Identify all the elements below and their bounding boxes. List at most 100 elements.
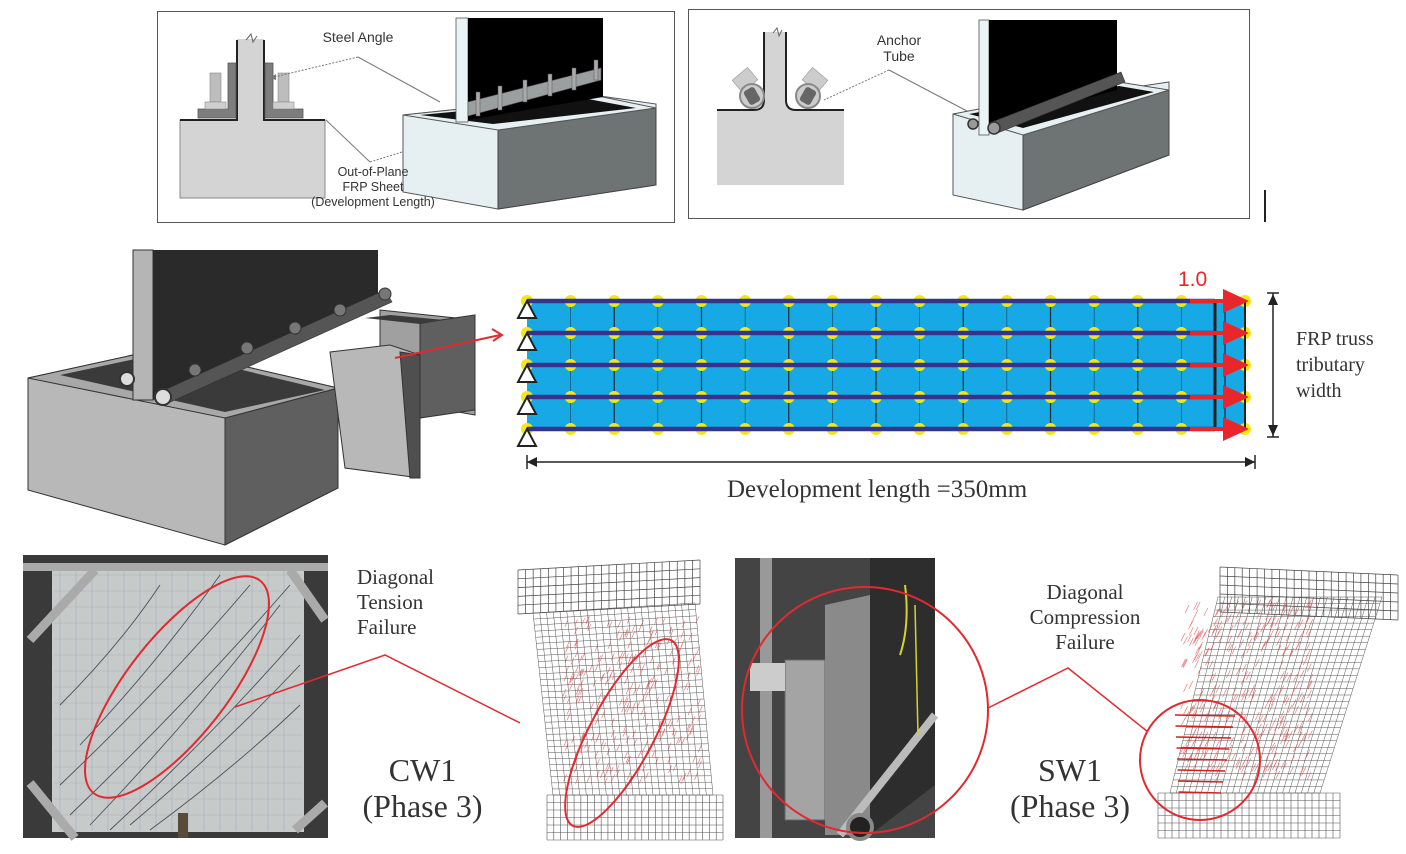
crack-segment <box>1224 602 1230 611</box>
crack-segment <box>599 654 604 662</box>
crack-segment <box>574 638 579 647</box>
crack-segment <box>1189 704 1195 714</box>
crack-segment <box>580 679 584 687</box>
crack-segment <box>1246 671 1251 680</box>
crack-segment <box>1223 617 1229 626</box>
crack-segment <box>1206 708 1211 717</box>
cw1-photo-panel <box>23 555 520 841</box>
crack-segment <box>571 736 575 744</box>
crack-segment <box>692 755 697 763</box>
crack-segment <box>1280 715 1285 724</box>
sw1-failure-line3: Failure <box>1055 630 1115 654</box>
crack-segment <box>1265 752 1270 761</box>
frp-sheet-label-line1: Out-of-Plane <box>337 165 409 179</box>
crack-segment <box>581 617 585 626</box>
crack-segment <box>1297 725 1303 735</box>
crack-segment <box>569 682 573 690</box>
bolt-left <box>209 72 222 103</box>
crack-segment <box>654 640 659 649</box>
crack-segment <box>1294 607 1300 616</box>
crack-segment <box>1241 743 1247 752</box>
crack-segment <box>631 624 636 632</box>
crack-segment <box>615 630 620 638</box>
crack-segment <box>1276 629 1282 638</box>
crack-segment <box>626 616 631 624</box>
crack-segment <box>1180 718 1186 727</box>
crack-segment <box>573 765 578 774</box>
crack-segment <box>645 772 649 780</box>
crack-segment <box>633 738 637 747</box>
mesh-line <box>550 769 711 771</box>
mesh-line <box>534 615 697 626</box>
crack-segment <box>1267 615 1273 624</box>
crack-segment <box>630 665 634 674</box>
mesh-line <box>517 559 701 571</box>
crack-segment <box>644 691 649 700</box>
crack-segment <box>574 619 578 627</box>
crack-segment <box>1193 760 1198 770</box>
nut-left <box>204 101 227 110</box>
crack-segment <box>1305 642 1311 651</box>
crack-segment <box>686 683 691 691</box>
crack-segment <box>1198 701 1204 710</box>
crack-segment <box>1181 658 1186 668</box>
crack-segment <box>1294 705 1299 715</box>
sw1-mesh-failure-circle <box>1139 699 1261 821</box>
crack-segment <box>594 663 599 672</box>
crack-segment <box>1256 599 1262 608</box>
crack-segment <box>1229 737 1234 746</box>
crack-segment <box>644 722 649 731</box>
crack-segment <box>1251 689 1257 698</box>
crack-segment <box>1199 630 1204 639</box>
crack-segment <box>615 765 620 773</box>
crack-segment <box>678 736 682 744</box>
mesh-line <box>1219 575 1399 585</box>
mesh-line <box>1219 566 1399 576</box>
crack-segment <box>578 669 583 677</box>
crack-segment <box>664 667 668 675</box>
crack-segment <box>1240 650 1246 659</box>
crack-segment <box>1234 619 1239 628</box>
crack-segment <box>651 750 656 758</box>
crack-segment <box>1217 707 1222 717</box>
crack-segment <box>680 639 685 647</box>
crack-segment <box>1187 634 1192 643</box>
mesh-line <box>547 743 709 747</box>
crack-segment <box>1289 648 1295 657</box>
crack-segment <box>579 687 584 696</box>
crack-segment <box>564 619 569 627</box>
break-mark <box>772 26 783 38</box>
crack-segment <box>1189 734 1194 743</box>
load-arrow-head <box>1223 417 1249 441</box>
crack-segment <box>1303 731 1308 741</box>
crack-segment <box>1304 617 1310 626</box>
crack-segment <box>1188 637 1194 647</box>
crack-segment <box>1276 637 1281 646</box>
crack-segment <box>1227 635 1232 644</box>
crack-segment <box>590 701 595 709</box>
crack <box>109 634 301 831</box>
crack-segment <box>1283 733 1289 742</box>
crack-segment <box>1283 672 1289 681</box>
frp-truss-model <box>516 289 1279 469</box>
crack-segment <box>655 756 659 764</box>
crack-segment <box>624 629 629 638</box>
crack-segment <box>1184 605 1190 614</box>
crack-segment <box>575 688 580 696</box>
crack-segment <box>594 750 599 758</box>
crack-segment <box>1281 609 1286 618</box>
frp-sheet-left <box>180 40 238 121</box>
crack-segment <box>625 630 630 638</box>
crack-segment <box>651 680 655 688</box>
crushing-band <box>1177 780 1224 783</box>
crack-segment <box>596 732 600 741</box>
crack-segment <box>1257 723 1262 732</box>
crack-segment <box>669 629 674 637</box>
crack-segment <box>1261 624 1267 633</box>
crack-segment <box>1215 767 1220 777</box>
crack-segment <box>1297 739 1303 749</box>
crack-segment <box>1279 685 1284 694</box>
crack-segment <box>1231 752 1236 762</box>
crack-segment <box>626 772 631 780</box>
crack-segment <box>1267 694 1273 703</box>
